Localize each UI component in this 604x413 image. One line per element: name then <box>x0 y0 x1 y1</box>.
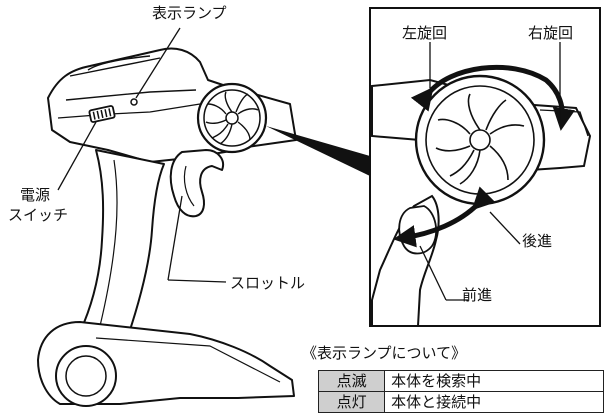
label-backward: 後進 <box>522 232 553 250</box>
lamp-meaning-cell: 本体を検索中 <box>384 370 604 392</box>
label-power-switch-line2: スイッチ <box>8 206 69 224</box>
label-right-turn: 右旋回 <box>528 24 574 42</box>
display-lamp-icon <box>130 98 138 106</box>
zoom-inset <box>371 42 592 327</box>
table-row: 点滅 本体を検索中 <box>317 370 604 392</box>
label-power-switch-line1: 電源 <box>20 186 51 204</box>
lamp-status-table: 点滅 本体を検索中 点灯 本体と接続中 <box>317 370 604 413</box>
steering-wheel-icon <box>196 82 268 154</box>
power-switch-icon <box>88 105 116 123</box>
zoom-callout-wedge <box>266 126 370 176</box>
label-display-lamp: 表示ランプ <box>152 4 227 22</box>
lamp-state-cell: 点灯 <box>317 391 386 413</box>
lamp-section-title: 《表示ランプについて》 <box>302 344 467 362</box>
leader-lines <box>57 27 227 283</box>
lamp-state-cell: 点滅 <box>317 370 386 392</box>
label-left-turn: 左旋回 <box>402 24 448 42</box>
lamp-meaning-cell: 本体と接続中 <box>384 391 604 413</box>
throttle-arrow <box>393 186 496 248</box>
table-row: 点灯 本体と接続中 <box>317 391 604 413</box>
turn-arrow <box>410 64 576 131</box>
label-throttle: スロットル <box>230 274 306 292</box>
label-forward: 前進 <box>462 286 493 304</box>
